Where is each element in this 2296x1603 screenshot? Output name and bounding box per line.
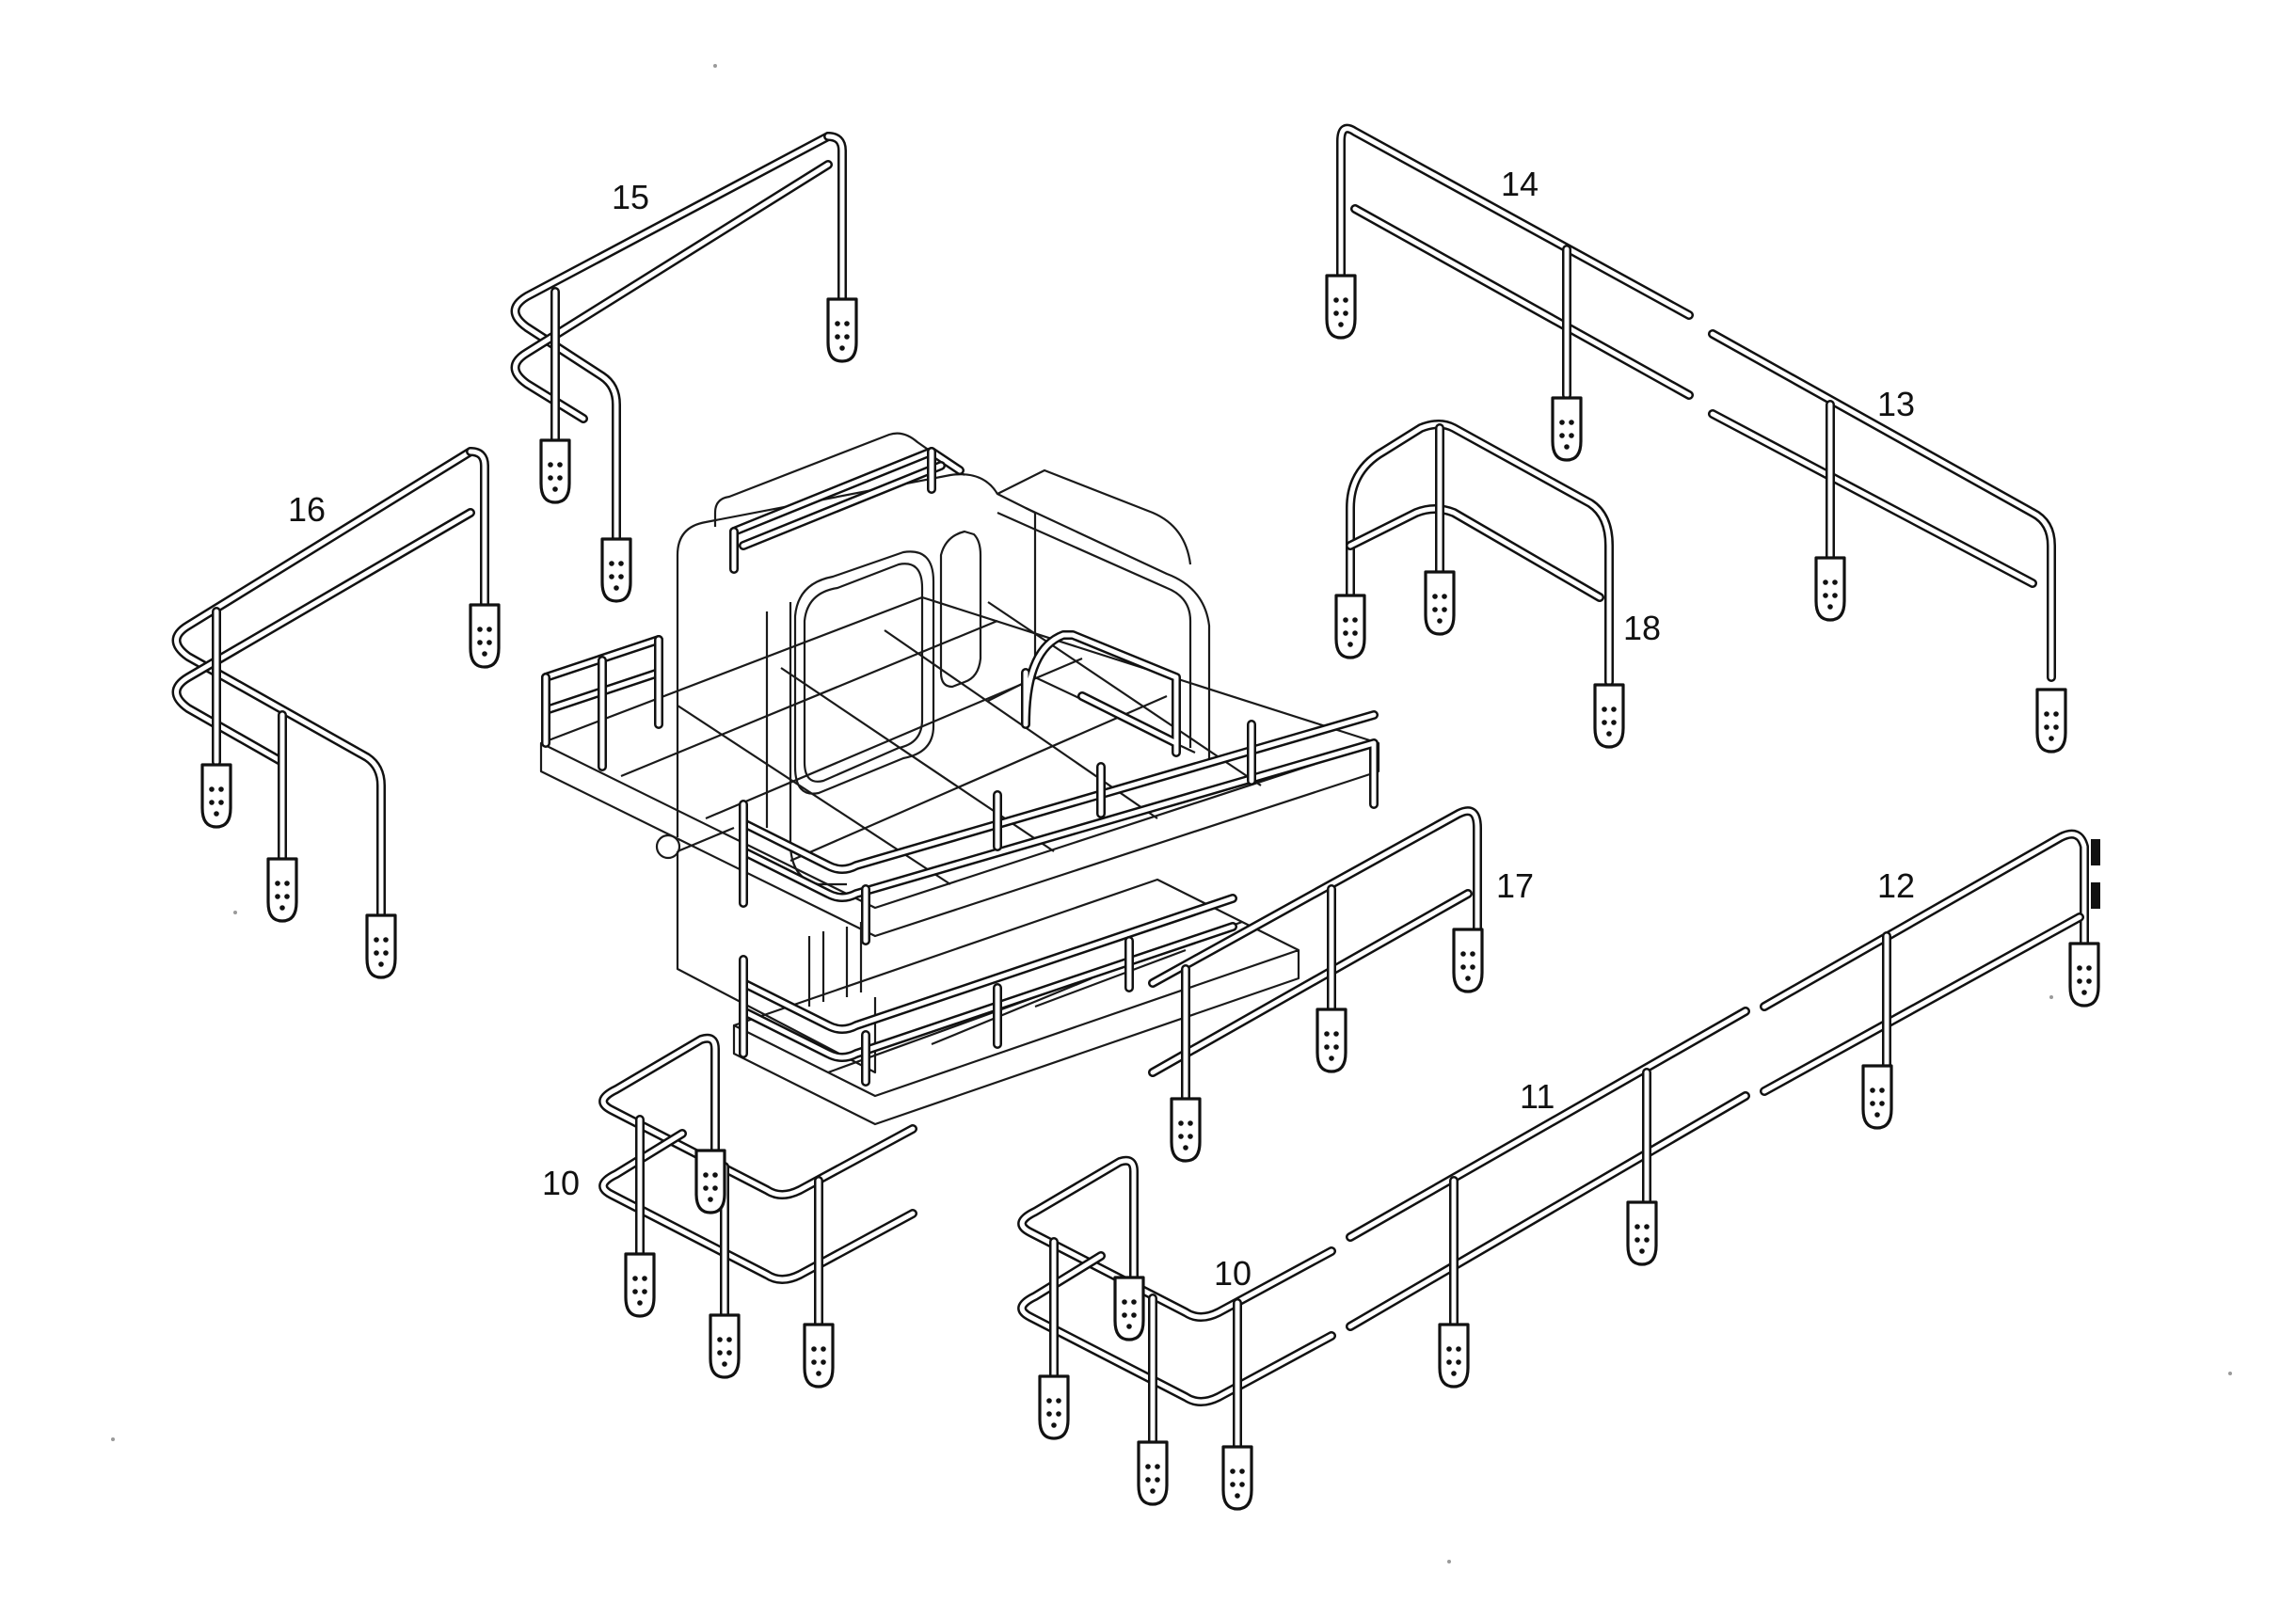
railing-part-12	[1760, 829, 2100, 1130]
railing-part-10-left	[598, 1033, 917, 1389]
callout-11: 11	[1520, 1077, 1555, 1116]
callout-17: 17	[1496, 866, 1535, 905]
callout-16: 16	[288, 490, 327, 529]
railing-part-13	[1708, 329, 2067, 754]
railing-part-11	[1346, 1007, 1750, 1389]
railing-part-15	[510, 132, 858, 603]
machine-platform	[539, 432, 1380, 1126]
railing-part-18	[1334, 420, 1625, 749]
callout-10-left: 10	[542, 1164, 581, 1202]
callout-10-right: 10	[1214, 1254, 1252, 1293]
callout-14: 14	[1501, 165, 1539, 203]
railing-part-14	[1325, 123, 1694, 462]
callout-12: 12	[1877, 866, 1916, 905]
railing-part-16	[171, 447, 501, 979]
callout-13: 13	[1877, 385, 1916, 423]
scan-specks	[111, 64, 2232, 1563]
callout-18: 18	[1623, 609, 1662, 647]
railing-part-10-right	[1017, 1155, 1336, 1511]
railing-part-17	[1148, 806, 1484, 1163]
callout-15: 15	[612, 178, 650, 216]
